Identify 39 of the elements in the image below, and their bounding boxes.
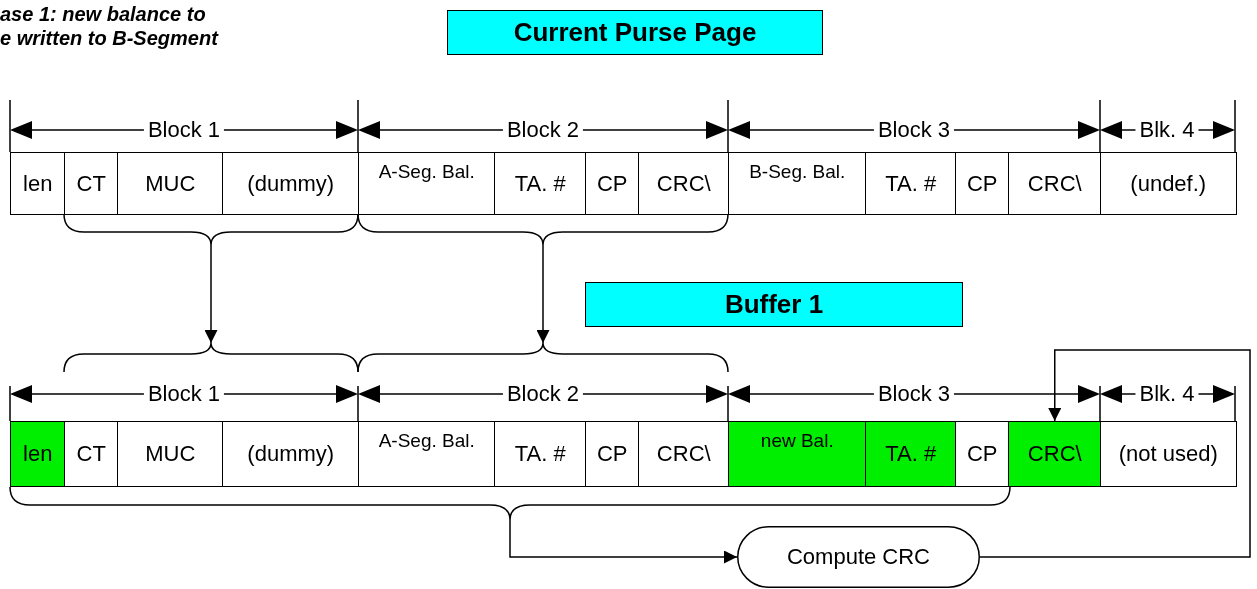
field-cell: A-Seg. Bal. <box>358 152 496 215</box>
field-cell: CRC\ <box>638 421 730 487</box>
field-cell: TA. # <box>865 152 957 215</box>
curly-brace <box>64 343 358 372</box>
field-cell: (dummy) <box>222 421 360 487</box>
field-cell: (dummy) <box>222 152 360 215</box>
arrow <box>979 349 1251 558</box>
field-cell: CP <box>585 152 640 215</box>
field-cell: len <box>10 152 66 215</box>
curly-brace <box>358 343 728 372</box>
field-cell: CRC\ <box>1008 152 1102 215</box>
field-cell: CP <box>955 152 1010 215</box>
field-cell: CP <box>585 421 640 487</box>
field-cell: MUC <box>117 421 224 487</box>
arrow <box>536 244 550 344</box>
field-cell: A-Seg. Bal. <box>358 421 496 487</box>
arrow <box>204 244 218 344</box>
field-cell: CT <box>64 152 119 215</box>
title-box: Buffer 1 <box>585 282 963 327</box>
field-cell: B-Seg. Bal. <box>728 152 867 215</box>
curly-brace <box>10 487 1010 520</box>
field-cell: CT <box>64 421 119 487</box>
field-cell: CP <box>955 421 1010 487</box>
process-terminal: Compute CRC <box>737 526 980 588</box>
field-cell: TA. # <box>494 421 587 487</box>
field-cell: TA. # <box>865 421 957 487</box>
field-cell: CRC\ <box>638 152 730 215</box>
arrow <box>509 519 738 564</box>
caption-heading: ase 1: new balance to e written to B-Segment <box>0 2 220 50</box>
field-cell: (not used) <box>1100 421 1237 487</box>
field-cell: CRC\ <box>1008 421 1102 487</box>
field-cell: MUC <box>117 152 224 215</box>
title-box: Current Purse Page <box>447 10 823 55</box>
field-cell: TA. # <box>494 152 587 215</box>
curly-brace <box>64 214 358 245</box>
field-cell: (undef.) <box>1100 152 1237 215</box>
field-cell: new Bal. <box>728 421 867 487</box>
curly-brace <box>358 214 728 245</box>
field-cell: len <box>10 421 66 487</box>
